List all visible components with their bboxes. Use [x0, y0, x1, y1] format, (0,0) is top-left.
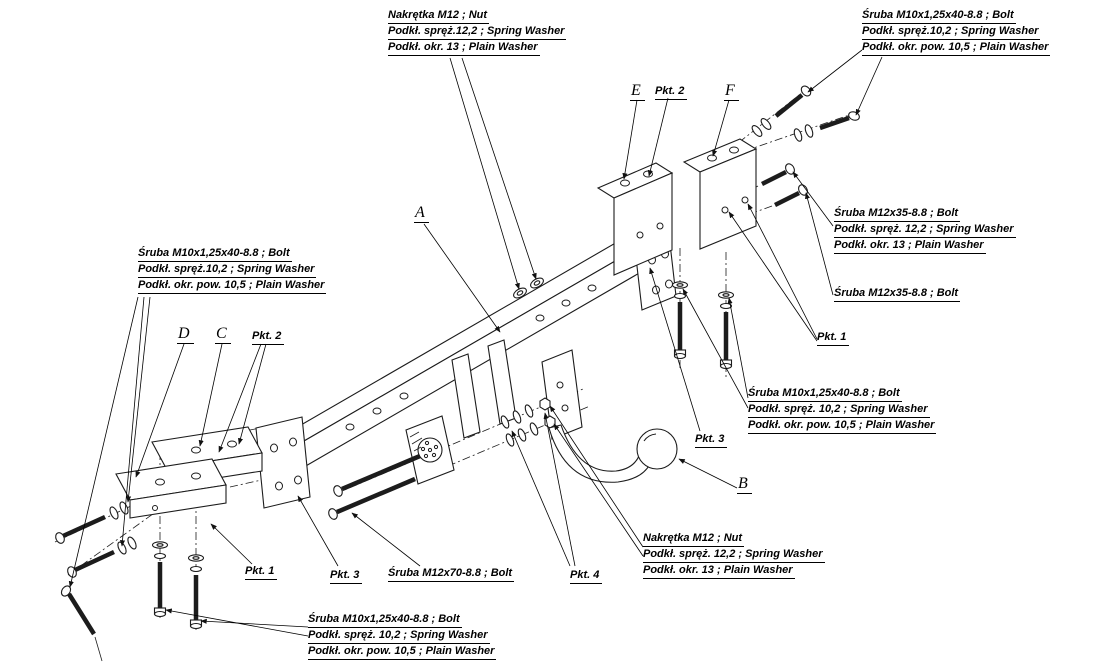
callout-line: Podkł. okr. 13 ; Plain Washer — [834, 238, 986, 254]
beam-end-plate-left — [255, 416, 311, 509]
point-label-pkt4: Pkt. 4 — [570, 568, 603, 584]
callout-line: Podkł. spręż. 10,2 ; Spring Washer — [308, 628, 490, 644]
callout-line: Podkł. spręż.12,2 ; Spring Washer — [388, 24, 567, 40]
callout-line: Podkł. spręż. 12,2 ; Spring Washer — [643, 547, 825, 563]
callout-bolt-m12x70: Śruba M12x70-8.8 ; Bolt — [388, 566, 515, 582]
bolt-m12x70-2 — [328, 415, 556, 520]
callout-line: Śruba M10x1,25x40-8.8 ; Bolt — [308, 612, 462, 628]
part-label-e: E — [630, 82, 645, 101]
callout-line: Śruba M12x70-8.8 ; Bolt — [388, 566, 515, 582]
callout-bolt-m10-bottom: Śruba M10x1,25x40-8.8 ; Bolt Podkł. sprę… — [308, 612, 497, 660]
bracket-part-f — [682, 138, 758, 250]
callout-bolt-m12x35-group: Śruba M12x35-8.8 ; Bolt Podkł. spręż. 12… — [834, 206, 1016, 254]
bolt-vertical-right-2 — [717, 291, 735, 370]
crossbeam-part-a — [274, 229, 649, 479]
bolt-m10-left-3 — [60, 585, 103, 662]
callout-line: Podkł. okr. pow. 10,5 ; Plain Washer — [138, 278, 327, 294]
callout-line: Podkł. okr. pow. 10,5 ; Plain Washer — [862, 40, 1051, 56]
callout-bolt-m10-right: Śruba M10x1,25x40-8.8 ; Bolt Podkł. sprę… — [748, 386, 937, 434]
callout-line: Śruba M10x1,25x40-8.8 ; Bolt — [748, 386, 902, 402]
bolt-m10-left-2 — [67, 536, 137, 578]
leader-lines — [68, 49, 883, 637]
callout-line: Nakrętka M12 ; Nut — [388, 8, 490, 24]
callout-line: Śruba M12x35-8.8 ; Bolt — [834, 206, 961, 222]
point-label-pkt1-bottom: Pkt. 1 — [245, 564, 278, 580]
part-label-c: C — [215, 325, 231, 344]
part-label-f: F — [724, 82, 739, 101]
callout-line: Podkł. spręż.10,2 ; Spring Washer — [138, 262, 317, 278]
point-label-pkt3-right: Pkt. 3 — [695, 432, 728, 448]
point-label-pkt3-bottom: Pkt. 3 — [330, 568, 363, 584]
callout-line: Podkł. spręż. 12,2 ; Spring Washer — [834, 222, 1016, 238]
point-label-pkt2-top: Pkt. 2 — [655, 84, 688, 100]
tow-ball-part-b — [548, 424, 678, 483]
electrical-socket-plate — [405, 415, 455, 485]
part-label-a: A — [414, 204, 429, 223]
bolt-m12x70-1 — [333, 397, 551, 497]
point-label-pkt2-left: Pkt. 2 — [252, 329, 285, 345]
bolt-m10-left-1 — [55, 501, 129, 544]
point-label-pkt1-right: Pkt. 1 — [817, 330, 850, 346]
callout-line: Śruba M12x35-8.8 ; Bolt — [834, 286, 961, 302]
bolt-vertical-left-1 — [151, 541, 169, 618]
callout-line: Podkł. okr. 13 ; Plain Washer — [643, 563, 795, 579]
bolt-m10-top-right-2 — [793, 111, 860, 142]
callout-line: Podkł. okr. pow. 10,5 ; Plain Washer — [748, 418, 937, 434]
callout-line: Śruba M10x1,25x40-8.8 ; Bolt — [862, 8, 1016, 24]
callout-line: Podkł. spręż. 10,2 ; Spring Washer — [748, 402, 930, 418]
callout-nut-m12-bottom: Nakrętka M12 ; Nut Podkł. spręż. 12,2 ; … — [643, 531, 825, 579]
callout-bolt-m10-top-right: Śruba M10x1,25x40-8.8 ; Bolt Podkł. sprę… — [862, 8, 1051, 56]
bolt-m10-top-right-1 — [751, 85, 812, 137]
callout-line: Podkł. spręż.10,2 ; Spring Washer — [862, 24, 1041, 40]
callout-bolt-m10-left: Śruba M10x1,25x40-8.8 ; Bolt Podkł. sprę… — [138, 246, 327, 294]
part-label-b: B — [737, 475, 752, 494]
bracket-part-e — [596, 162, 674, 276]
callout-line: Podkł. okr. pow. 10,5 ; Plain Washer — [308, 644, 497, 660]
callout-nut-m12-top: Nakrętka M12 ; Nut Podkł. spręż.12,2 ; S… — [388, 8, 567, 56]
part-label-d: D — [177, 325, 194, 344]
bolt-m12x35-1 — [760, 163, 795, 187]
bolt-vertical-left-2 — [187, 554, 205, 630]
callout-line: Nakrętka M12 ; Nut — [643, 531, 745, 547]
callout-line: Śruba M10x1,25x40-8.8 ; Bolt — [138, 246, 292, 262]
callout-bolt-m12x35-single: Śruba M12x35-8.8 ; Bolt — [834, 286, 961, 302]
callout-line: Podkł. okr. 13 ; Plain Washer — [388, 40, 540, 56]
bracket-part-d — [115, 458, 227, 519]
